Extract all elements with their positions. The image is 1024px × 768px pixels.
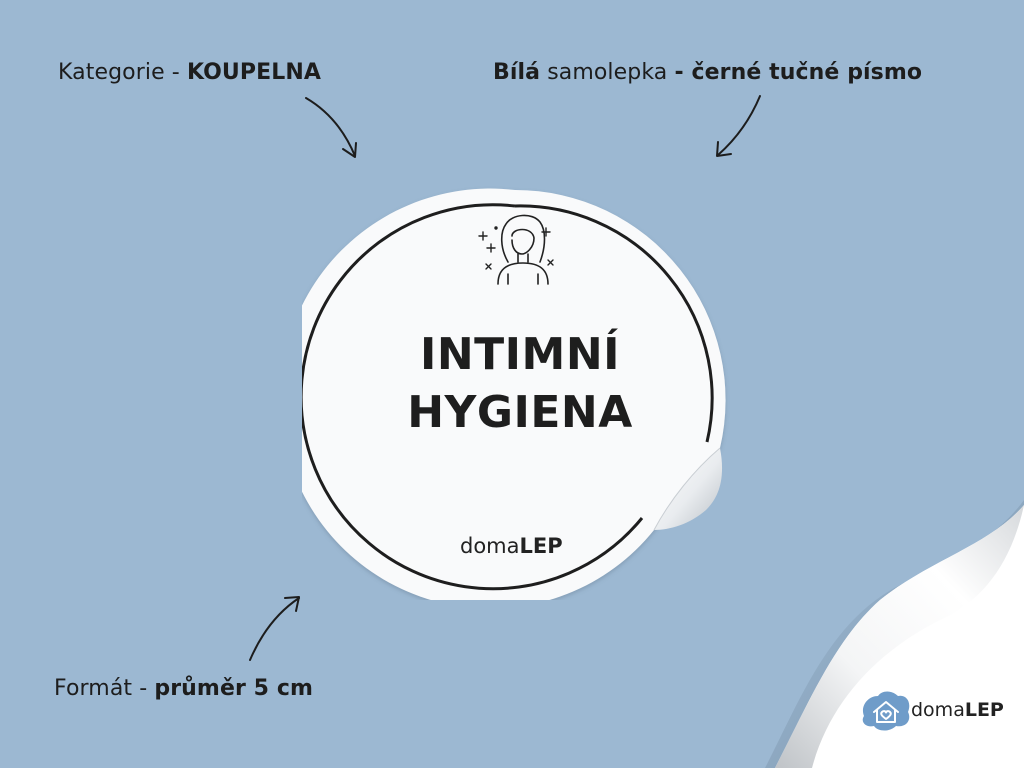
sticker-title: INTIMNÍ HYGIENA [330,326,710,442]
brand-logo-bold: LEP [964,699,1004,721]
format-label: Formát - [54,676,155,701]
category-label: Kategorie - [58,60,187,85]
brand-logo: domaLEP [911,699,1004,721]
arrow-category [305,97,357,158]
brand-logo-light: doma [911,699,965,721]
sticker-brand-bold: LEP [519,534,563,558]
material-type: samolepka [540,60,675,85]
sticker-brand-light: doma [460,534,520,558]
material-caption: Bílá samolepka - černé tučné písmo [493,60,922,85]
category-value: KOUPELNA [186,60,321,85]
format-caption: Formát - průměr 5 cm [54,676,313,701]
sticker-title-line2: HYGIENA [407,387,633,438]
sticker-title-line1: INTIMNÍ [419,329,621,380]
arrow-format [249,596,300,661]
round-sticker [302,188,726,600]
material-font: - černé tučné písmo [674,60,923,85]
house-heart-icon [862,691,910,731]
arrow-material [716,95,761,157]
material-color: Bílá [493,60,541,85]
format-value: průměr 5 cm [154,676,314,701]
sticker-brand: domaLEP [460,534,563,558]
category-caption: Kategorie - KOUPELNA [58,60,321,85]
